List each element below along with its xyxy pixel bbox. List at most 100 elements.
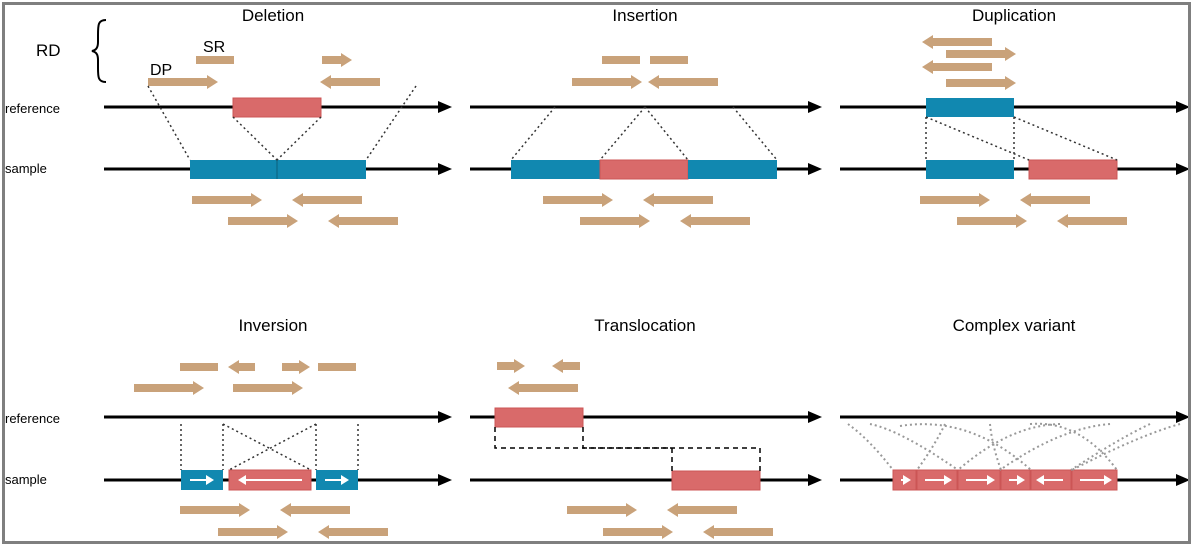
complex-link-8: [999, 423, 1111, 471]
inversion-read-top-2: [282, 360, 310, 374]
complex-link-9: [1070, 423, 1151, 471]
inversion-right-arrow-head: [341, 475, 349, 485]
duplication-reference-segment: [926, 98, 1014, 117]
read-top-right-2: [320, 75, 380, 89]
title-insertion: Insertion: [612, 6, 677, 25]
inversion-link-3: [222, 423, 312, 471]
inversion-read-4: [318, 525, 388, 539]
complex-segment-arrow-5-head: [1036, 475, 1044, 485]
translocation-read-1: [567, 503, 637, 517]
insertion-read-top-2: [648, 75, 718, 89]
complex-segment-arrow-6-head: [1104, 475, 1112, 485]
sample-label-bottom: sample: [5, 472, 47, 487]
insertion-sr-read-1: [602, 56, 640, 64]
complex-segment-arrow-4-head: [1017, 475, 1025, 485]
duplication-read-top-3: [922, 60, 992, 74]
inversion-read-2: [280, 503, 350, 517]
title-translocation: Translocation: [594, 316, 695, 335]
title-duplication: Duplication: [972, 6, 1056, 25]
deletion-read-4: [328, 214, 398, 228]
deletion-link-left: [147, 85, 191, 161]
reference-label-bottom: reference: [5, 411, 60, 426]
inversion-link-4: [228, 423, 317, 471]
duplication-duplicated-copy: [1028, 159, 1118, 180]
deletion-reference-line-head: [438, 101, 452, 113]
insertion-link-1: [510, 106, 556, 161]
duplication-read-1: [920, 193, 990, 207]
insertion-reference-line-head: [808, 101, 822, 113]
complex-reference-line-head: [1176, 411, 1190, 423]
read-top-right-1: [322, 53, 352, 67]
inversion-read-1: [180, 503, 250, 517]
deletion-read-1: [192, 193, 262, 207]
insertion-link-2: [599, 106, 646, 161]
duplication-read-top-4: [946, 76, 1016, 90]
insertion-left-flank: [511, 160, 600, 179]
translocation-reference-line-head: [808, 411, 822, 423]
inversion-read-top-1: [228, 360, 255, 374]
insertion-sample-line-head: [808, 163, 822, 175]
sr-read-legend: [196, 56, 234, 64]
translocation-read-2: [667, 503, 737, 517]
duplication-read-4: [1057, 214, 1127, 228]
inversion-sr-1: [180, 363, 218, 371]
diagram-shapes: [104, 35, 1190, 539]
deletion-link-mid-1: [232, 116, 278, 161]
translocation-read-top-2: [552, 359, 580, 373]
insertion-sr-read-2: [650, 56, 688, 64]
dp-read-legend: [148, 75, 218, 89]
title-inversion: Inversion: [239, 316, 308, 335]
duplication-sample-segment: [926, 160, 1014, 179]
complex-link-4: [916, 423, 946, 471]
complex-segment-arrow-2-head: [944, 475, 952, 485]
duplication-read-top-2: [946, 47, 1016, 61]
complex-link-6: [957, 423, 1061, 471]
insertion-right-flank: [688, 160, 777, 179]
deletion-sample-line-head: [438, 163, 452, 175]
insertion-read-1: [543, 193, 613, 207]
inversion-inverted-arrow-head: [238, 475, 246, 485]
rd-label: RD: [36, 41, 61, 60]
translocation-read-top-1: [497, 359, 525, 373]
duplication-read-top-1: [922, 35, 992, 49]
complex-link-1: [847, 423, 894, 471]
legend-brace: [91, 19, 107, 83]
insertion-link-3: [644, 106, 689, 161]
duplication-link-4: [1013, 116, 1118, 161]
inversion-read-top-4: [233, 381, 303, 395]
insertion-link-4: [732, 106, 778, 161]
sr-label: SR: [203, 39, 225, 56]
complex-segment-arrow-3-head: [987, 475, 995, 485]
inversion-reference-line-head: [438, 411, 452, 423]
complex-link-2: [869, 423, 959, 471]
insertion-read-4: [680, 214, 750, 228]
deletion-link-mid-2: [276, 116, 322, 161]
deletion-sample-flanks: [190, 160, 366, 179]
translocation-source-segment: [494, 407, 584, 428]
sample-label-top: sample: [5, 161, 47, 176]
complex-link-7: [1029, 422, 1118, 471]
title-complex-variant: Complex variant: [953, 316, 1076, 335]
complex-sample-line-head: [1176, 474, 1190, 486]
insertion-read-top-1: [572, 75, 642, 89]
translocation-read-4: [703, 525, 773, 539]
translocation-moved-segment: [671, 470, 761, 491]
complex-link-10: [1071, 423, 1181, 471]
duplication-read-3: [957, 214, 1027, 228]
reference-label-top: reference: [5, 101, 60, 116]
translocation-link-right: [582, 427, 761, 471]
translocation-read-3: [603, 525, 673, 539]
insertion-read-3: [580, 214, 650, 228]
dp-label: DP: [150, 62, 172, 79]
inversion-sample-line-head: [438, 474, 452, 486]
deletion-deleted-region: [232, 97, 322, 118]
duplication-reference-line-head: [1176, 101, 1190, 113]
title-deletion: Deletion: [242, 6, 304, 25]
inversion-read-3: [218, 525, 288, 539]
insertion-read-2: [643, 193, 713, 207]
deletion-read-2: [292, 193, 362, 207]
figure-frame: [2, 2, 1191, 544]
duplication-link-3: [925, 116, 1030, 161]
deletion-read-3: [228, 214, 298, 228]
